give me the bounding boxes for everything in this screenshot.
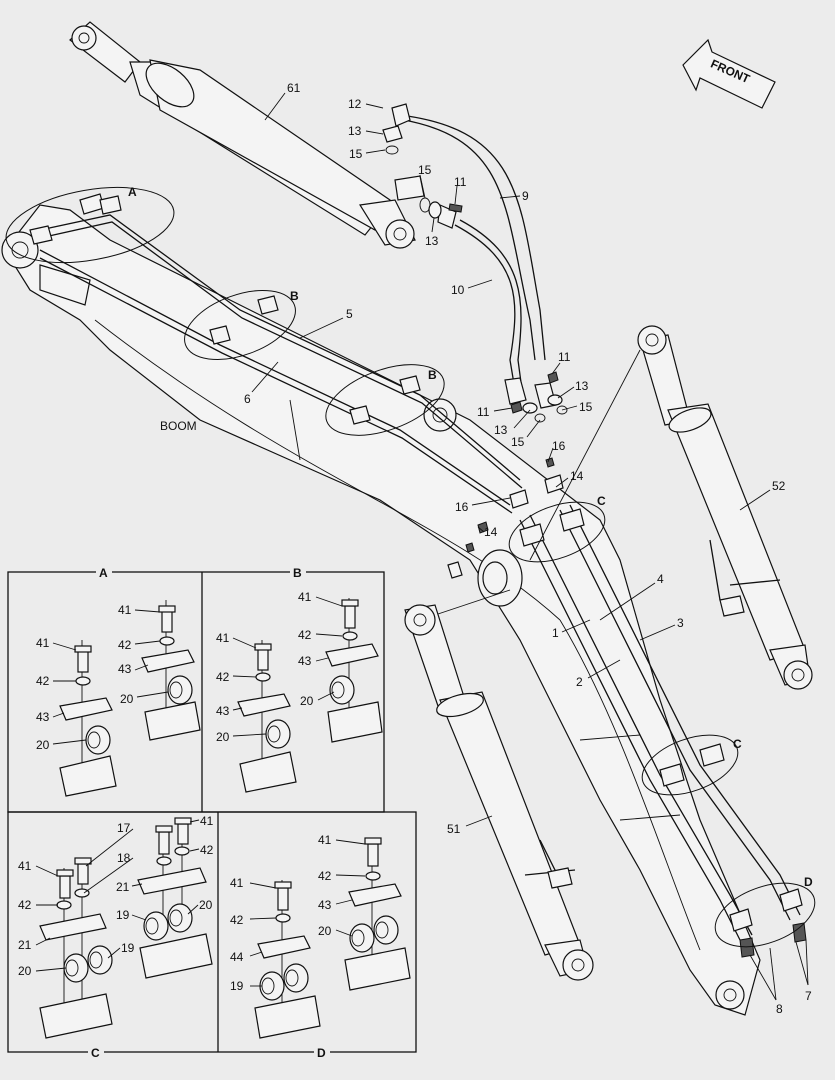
detail-ref-c: C xyxy=(733,737,742,751)
callouts: 61 12 13 15 15 11 9 13 10 11 13 11 15 13… xyxy=(244,81,812,1016)
panel-a-assembly xyxy=(59,600,201,797)
callout-15: 15 xyxy=(511,435,525,449)
panel-c-label-17: 17 xyxy=(117,821,131,835)
panel-a-label-42: 42 xyxy=(118,638,132,652)
panel-d-label-42: 42 xyxy=(318,869,332,883)
panel-d-label-42: 42 xyxy=(230,913,244,927)
callout-14: 14 xyxy=(570,469,584,483)
panel-b-label-42: 42 xyxy=(298,628,312,642)
panel-d-labels: 41 42 44 19 41 42 43 20 xyxy=(230,833,366,993)
detail-panels: A B C D xyxy=(7,564,417,1060)
callout-16: 16 xyxy=(552,439,566,453)
panel-c-label-19: 19 xyxy=(121,941,135,955)
callout-13: 13 xyxy=(494,423,508,437)
callout-11: 11 xyxy=(558,350,571,364)
callout-2: 2 xyxy=(576,675,583,689)
detail-ref-c: C xyxy=(597,494,606,508)
boom-cylinder-51 xyxy=(404,604,594,981)
boom-cylinder-52 xyxy=(637,325,813,690)
callout-9: 9 xyxy=(522,189,529,203)
panel-title-a: A xyxy=(99,566,108,580)
panel-a-label-20: 20 xyxy=(120,692,134,706)
callout-5: 5 xyxy=(346,307,353,321)
panel-c-label-41: 41 xyxy=(200,814,214,828)
boom-label: BOOM xyxy=(160,419,197,433)
callout-7: 7 xyxy=(805,989,812,1003)
callout-11: 11 xyxy=(477,405,490,419)
detail-ref-letters: A B B C C D xyxy=(128,185,813,889)
callout-15: 15 xyxy=(579,400,593,414)
panel-b-label-43: 43 xyxy=(298,654,312,668)
panel-c-label-19: 19 xyxy=(116,908,130,922)
panel-b-label-41: 41 xyxy=(298,590,312,604)
detail-ref-b: B xyxy=(428,368,437,382)
panel-title-d: D xyxy=(317,1046,326,1060)
panel-d-assembly xyxy=(254,837,411,1039)
hoses-9-10 xyxy=(391,103,557,409)
panel-b-label-43: 43 xyxy=(216,704,230,718)
front-arrow: FRONT xyxy=(682,38,776,109)
panel-d-label-41: 41 xyxy=(318,833,332,847)
panel-c-label-41: 41 xyxy=(18,859,32,873)
panel-c-label-20: 20 xyxy=(199,898,213,912)
callout-15: 15 xyxy=(349,147,363,161)
panel-a-label-42: 42 xyxy=(36,674,50,688)
panel-c-label-42: 42 xyxy=(18,898,32,912)
detail-ref-b: B xyxy=(290,289,299,303)
callout-8: 8 xyxy=(776,1002,783,1016)
detail-ref-a: A xyxy=(128,185,137,199)
panel-d-label-19: 19 xyxy=(230,979,244,993)
panel-c-labels: 41 42 21 20 19 17 18 21 19 20 41 42 xyxy=(18,814,214,978)
panel-d-label-44: 44 xyxy=(230,950,244,964)
callout-13: 13 xyxy=(425,234,439,248)
boom-clamps xyxy=(29,193,807,958)
panel-c-label-42: 42 xyxy=(200,843,214,857)
panel-d-label-43: 43 xyxy=(318,898,332,912)
detail-ref-d: D xyxy=(804,875,813,889)
panel-b-label-20: 20 xyxy=(300,694,314,708)
boom-pipes-5-6 xyxy=(39,214,523,514)
panel-c-label-21: 21 xyxy=(116,880,130,894)
panel-b-label-42: 42 xyxy=(216,670,230,684)
panel-c-label-18: 18 xyxy=(117,851,131,865)
panel-a-label-20: 20 xyxy=(36,738,50,752)
callout-11: 11 xyxy=(454,175,467,189)
panel-b-labels: 41 42 43 20 41 42 43 20 xyxy=(216,590,343,744)
callout-13: 13 xyxy=(348,124,362,138)
callout-6: 6 xyxy=(244,392,251,406)
callout-52: 52 xyxy=(772,479,786,493)
panel-a-label-43: 43 xyxy=(36,710,50,724)
panel-title-b: B xyxy=(293,566,302,580)
callout-4: 4 xyxy=(657,572,664,586)
panel-b-assembly xyxy=(237,598,383,793)
panel-a-label-41: 41 xyxy=(36,636,50,650)
panel-a-label-43: 43 xyxy=(118,662,132,676)
panel-b-label-20: 20 xyxy=(216,730,230,744)
callout-13: 13 xyxy=(575,379,589,393)
callout-15: 15 xyxy=(418,163,432,177)
panel-b-label-41: 41 xyxy=(216,631,230,645)
panel-a-label-41: 41 xyxy=(118,603,132,617)
callout-12: 12 xyxy=(348,97,362,111)
panel-title-c: C xyxy=(91,1046,100,1060)
callout-16: 16 xyxy=(455,500,469,514)
callout-3: 3 xyxy=(677,616,684,630)
callout-10: 10 xyxy=(451,283,465,297)
panel-c-label-20: 20 xyxy=(18,964,32,978)
callout-61: 61 xyxy=(287,81,301,95)
panel-c-assembly xyxy=(39,817,213,1039)
panel-c-label-21: 21 xyxy=(18,938,32,952)
arm-cylinder xyxy=(69,21,416,249)
panel-d-label-41: 41 xyxy=(230,876,244,890)
callout-51: 51 xyxy=(447,822,461,836)
detail-ellipses xyxy=(5,187,816,948)
callout-1: 1 xyxy=(552,626,559,640)
panel-d-label-20: 20 xyxy=(318,924,332,938)
callout-14: 14 xyxy=(484,525,498,539)
panel-a-labels: 41 42 43 20 41 42 43 20 xyxy=(36,603,169,752)
